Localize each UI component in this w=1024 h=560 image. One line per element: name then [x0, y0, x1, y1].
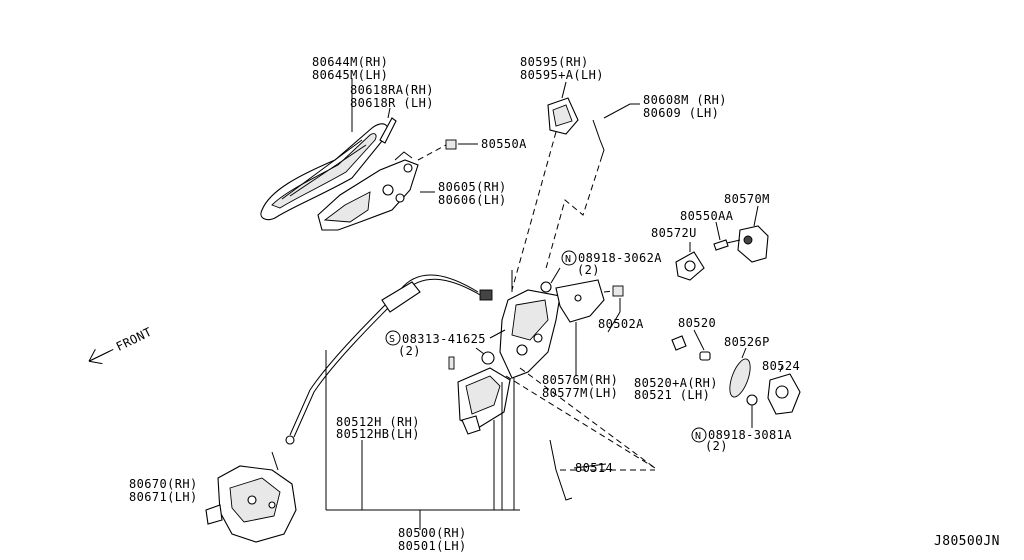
- screw-08313-41625: [448, 347, 495, 370]
- lock-motor-80670: [205, 451, 297, 543]
- label-grommet: 80526P: [724, 335, 770, 349]
- striker-80570m: [737, 205, 769, 263]
- leader-lines: [351, 78, 621, 469]
- outside-handle-cover: [260, 123, 389, 221]
- release-cable: [285, 274, 493, 445]
- front-arrow: FRONT: [88, 325, 154, 365]
- s-mark-screw-c: S: [385, 330, 401, 346]
- handle-escutcheon: [379, 117, 397, 144]
- label-cap-rh: 80595(RH): [520, 55, 589, 69]
- label-lock-plate-lh: 80577M(LH): [542, 386, 618, 400]
- svg-text:N: N: [565, 254, 571, 265]
- striker-shim: [675, 242, 705, 281]
- label-lock-plate-rh: 80576M(RH): [542, 373, 618, 387]
- label-bolt-b: 80502A: [598, 317, 644, 331]
- door-lock-actuator: [457, 367, 656, 469]
- label-escutcheon-rh: 80618RA(RH): [350, 83, 434, 97]
- n-mark-nut-a: N: [561, 250, 577, 266]
- label-lock-assembly-rh: 80500(RH): [398, 526, 467, 540]
- diagram-code: J80500JN: [934, 534, 1000, 549]
- key-cylinder-80524: [767, 365, 801, 415]
- label-cylinder: 80524: [762, 359, 800, 373]
- label-handle-cover-lh: 80645M(LH): [312, 68, 388, 82]
- switch-80520: [671, 329, 711, 361]
- label-lock-motor-rh: 80670(RH): [129, 477, 198, 491]
- svg-text:N: N: [695, 431, 701, 442]
- label-lock-motor-lh: 80671(LH): [129, 490, 198, 504]
- label-lock-assembly-lh: 80501(LH): [398, 539, 467, 553]
- label-actuator-lh: 80512HB(LH): [336, 427, 420, 441]
- door-lock-assembly: [489, 270, 561, 379]
- screw-80550a: [417, 139, 478, 161]
- bolt-80502a: [603, 285, 624, 312]
- label-rod-rh: 80608M (RH): [643, 93, 727, 107]
- front-label: FRONT: [114, 325, 154, 354]
- label-actuator-rh: 80512H (RH): [336, 415, 420, 429]
- label-screw-top: 80550A: [481, 137, 527, 151]
- label-striker-screw: 80550AA: [680, 209, 734, 223]
- label-switch-top: 80520: [678, 316, 716, 330]
- label-cap-lh: 80595+A(LH): [520, 68, 604, 82]
- label-striker: 80570M: [724, 192, 770, 206]
- nut-08918-3062a: [540, 267, 561, 293]
- label-nut-c-qty: (2): [705, 439, 728, 453]
- label-nut-c: 08918-3081A: [708, 428, 792, 442]
- label-escutcheon-lh: 80618R (LH): [350, 96, 434, 110]
- cap-80595: [511, 81, 579, 291]
- label-handle-bracket-rh: 80605(RH): [438, 180, 507, 194]
- lock-plate-80576m: [555, 279, 605, 376]
- label-rod-lh: 80609 (LH): [643, 106, 719, 120]
- label-striker-shim: 80572U: [651, 226, 697, 240]
- striker-screw: [713, 221, 741, 251]
- label-handle-cover-rh: 80644M(RH): [312, 55, 388, 69]
- handle-bracket: [317, 151, 419, 231]
- label-screw-c: 08313-41625: [402, 332, 486, 346]
- nut-08918-3081a: [746, 394, 758, 428]
- rod-80514: [549, 439, 655, 501]
- label-screw-c-qty: (2): [398, 344, 421, 358]
- label-switch-rh: 80520+A(RH): [634, 376, 718, 390]
- label-nut-a-qty: (2): [577, 263, 600, 277]
- grommet-80526p: [729, 347, 751, 398]
- label-nut-a: 08918-3062A: [578, 251, 662, 265]
- label-handle-bracket-lh: 80606(LH): [438, 193, 507, 207]
- n-mark-nut-c: N: [691, 427, 707, 443]
- assembly-callout-lines: [325, 350, 520, 530]
- rod-80608m: [544, 103, 640, 273]
- svg-text:S: S: [389, 334, 395, 345]
- label-rod-bottom: 80514: [575, 461, 613, 475]
- label-switch-lh: 80521 (LH): [634, 388, 710, 402]
